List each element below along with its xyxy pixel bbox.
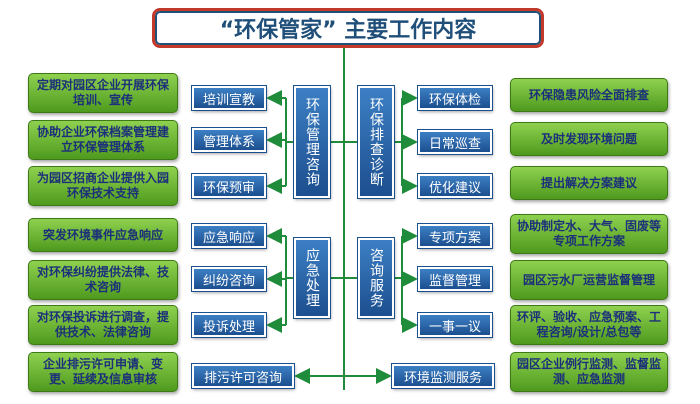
group-env-management: 环保管理咨询 [293,85,331,199]
group-emergency: 应急处理 [293,237,331,319]
label-permit: 排污许可咨询 [191,363,295,389]
label-supervision: 监督管理 [417,266,493,292]
left-desc-complaint: 对环保投诉进行调查，提供技术、法律咨询 [28,305,178,345]
left-desc-dispute: 对环保纠纷提供法律、技术咨询 [28,260,178,300]
left-desc-management: 协助企业环保档案管理建立环保管理体系 [28,120,178,160]
label-complaint: 投诉处理 [191,312,267,338]
right-desc-special-plan: 协助制定水、大气、固废等专项工作方案 [510,214,668,254]
right-desc-case-by-case: 环评、验收、应急预案、工程咨询/设计/总包等 [510,305,668,345]
label-patrol: 日常巡查 [417,129,493,155]
group-consulting: 咨询服务 [357,237,395,319]
label-emergency: 应急响应 [191,223,267,249]
label-special-plan: 专项方案 [417,223,493,249]
right-desc-monitoring: 园区企业例行监测、监督监测、应急监测 [510,352,668,392]
group-inspection: 环保排查诊断 [357,85,395,199]
label-prereview: 环保预审 [191,173,267,199]
right-desc-optimize: 提出解决方案建议 [510,166,668,200]
right-desc-patrol: 及时发现环境问题 [510,122,668,156]
left-desc-permit: 企业排污许可申请、变更、延续及信息审核 [28,352,178,392]
label-case-by-case: 一事一议 [417,312,493,338]
left-desc-training: 定期对园区企业开展环保培训、宣传 [28,73,178,113]
right-desc-checkup: 环保隐患风险全面排查 [510,78,668,112]
label-checkup: 环保体检 [417,85,493,111]
page-title: “环保管家” 主要工作内容 [152,8,544,48]
label-dispute: 纠纷咨询 [191,266,267,292]
label-training: 培训宣教 [191,85,267,111]
label-management: 管理体系 [191,127,267,153]
left-desc-emergency: 突发环境事件应急响应 [28,218,178,252]
label-monitoring: 环境监测服务 [391,363,495,389]
right-desc-supervision: 园区污水厂运营监督管理 [510,260,668,300]
label-optimize: 优化建议 [417,173,493,199]
left-desc-prereview: 为园区招商企业提供入园环保技术支持 [28,166,178,206]
